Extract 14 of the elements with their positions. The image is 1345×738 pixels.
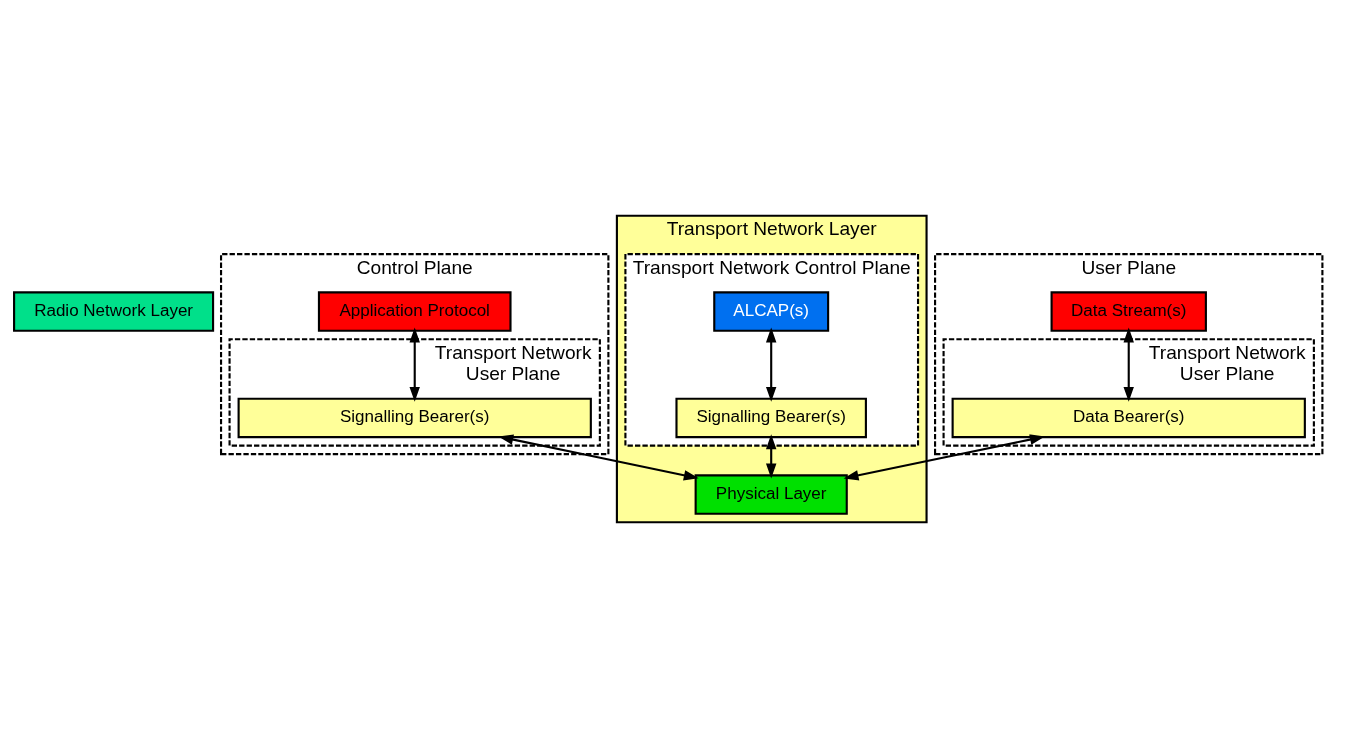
arrow: [843, 434, 1045, 481]
node-box: Data Bearer(s): [951, 397, 1306, 439]
arrow: [765, 327, 777, 402]
node-box: Signalling Bearer(s): [237, 397, 592, 439]
node-box: ALCAP(s): [713, 291, 830, 332]
node-box: Radio Network Layer: [13, 291, 215, 332]
arrow: [498, 434, 699, 481]
arrow: [409, 327, 420, 402]
node-box: Application Protocol: [317, 291, 512, 332]
node-box: Physical Layer: [694, 474, 848, 515]
node-box: Data Stream(s): [1050, 291, 1207, 332]
node-box: Signalling Bearer(s): [675, 397, 867, 439]
arrow: [765, 434, 777, 479]
arrow: [1123, 327, 1134, 402]
